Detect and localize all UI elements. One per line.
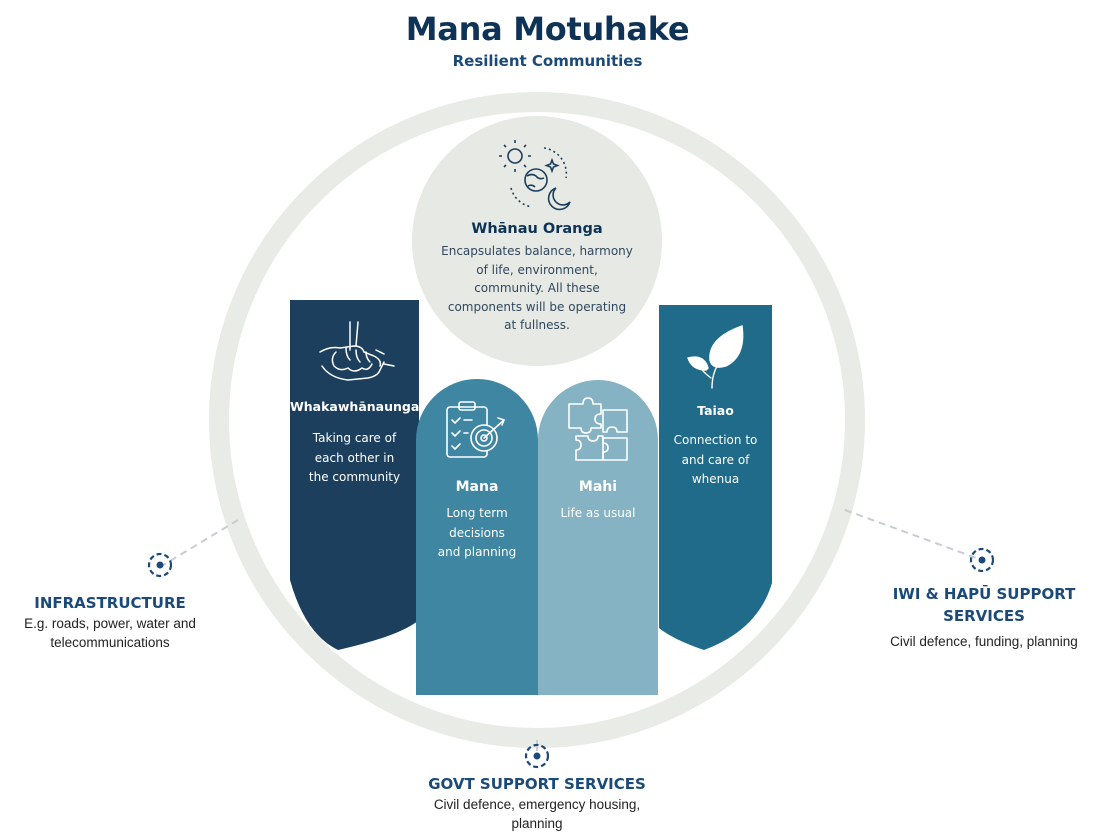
outer-description: Civil defence, funding, planning (890, 634, 1078, 649)
outer-ring (209, 92, 865, 748)
pillar-description: Taking care of each other in the communi… (308, 431, 401, 484)
pillar-mana-shape (416, 379, 538, 695)
connector-iwi (844, 509, 983, 561)
outer-description: E.g. roads, power, water and telecommuni… (24, 616, 196, 650)
page-subtitle: Resilient Communities (452, 52, 643, 70)
pillar-taiao-shape (659, 305, 772, 650)
pillar-title: Mahi (578, 479, 618, 495)
pillar-title: Mana (455, 479, 499, 495)
pillar-description: Long term decisions and planning (437, 506, 517, 559)
outer-title: GOVT SUPPORT SERVICES (428, 775, 646, 793)
center-title: Whānau Oranga (471, 221, 603, 237)
target-icon (524, 743, 550, 769)
pillar-description: Life as usual (560, 506, 636, 520)
hands-icon (319, 321, 395, 381)
outer-infrastructure: INFRASTRUCTURE E.g. roads, power, water … (10, 592, 210, 652)
outer-title: INFRASTRUCTURE (34, 594, 186, 612)
pillar-mahi-shape (538, 380, 658, 695)
pillar-description: Connection to and care of whenua (673, 433, 758, 486)
clipboard-target-icon (446, 401, 506, 458)
connector-infrastructure (159, 519, 239, 568)
target-icon (969, 547, 995, 573)
outer-iwi-hapu-support: IWI & HAPŪ SUPPORT SERVICES Civil defenc… (877, 583, 1091, 651)
puzzle-icon (568, 397, 628, 461)
pillar-mahi: Mahi Life as usual (538, 479, 658, 524)
center-description: Encapsulates balance, harmony of life, e… (441, 244, 633, 332)
leaf-icon (687, 325, 744, 389)
pillar-whakawhanaunga: Whakawhānaunga Taking care of each other… (290, 399, 419, 488)
pillar-title: Taiao (697, 403, 734, 418)
target-icon (147, 552, 173, 578)
pillar-whakawhanaunga-shape (290, 300, 419, 650)
outer-govt-support: GOVT SUPPORT SERVICES Civil defence, eme… (407, 773, 667, 833)
outer-description: Civil defence, emergency housing, planni… (433, 797, 641, 831)
page-title: Mana Motuhake (405, 10, 690, 48)
pillar-taiao: Taiao Connection to and care of whenua (659, 403, 772, 490)
outer-title: IWI & HAPŪ SUPPORT SERVICES (892, 585, 1076, 625)
pillar-mana: Mana Long term decisions and planning (416, 479, 538, 563)
pillar-title: Whakawhānaunga (290, 399, 420, 414)
center-circle (412, 116, 662, 366)
center-block: Whānau Oranga Encapsulates balance, harm… (440, 221, 634, 335)
sun-moon-globe-icon (499, 140, 571, 211)
